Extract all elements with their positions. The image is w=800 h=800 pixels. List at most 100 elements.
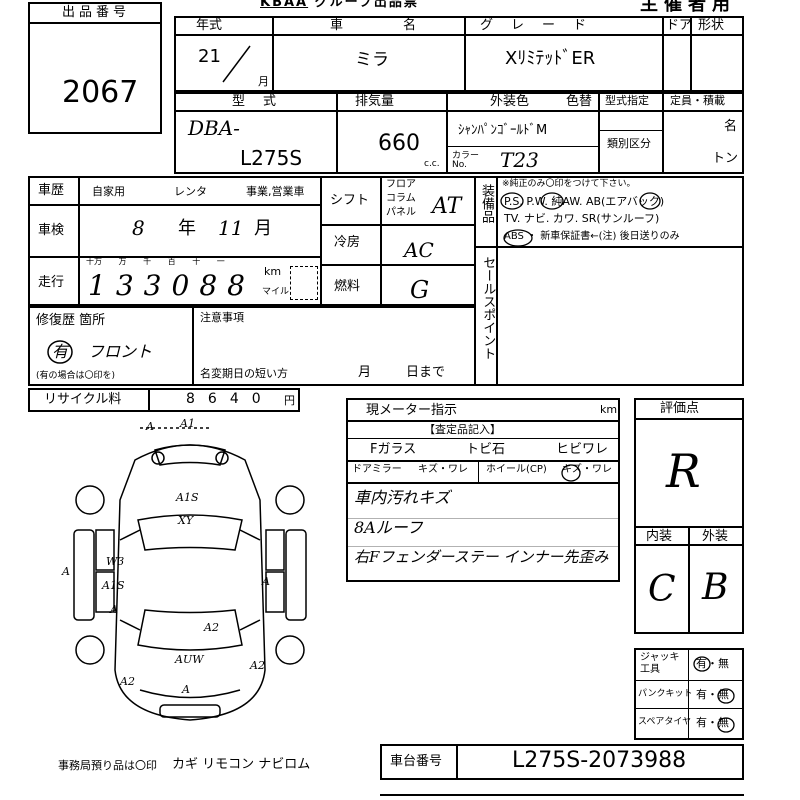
inspection-year-unit: 年 (178, 218, 196, 239)
diagram-mark-10: A2 (204, 621, 219, 634)
recycle-label: リサイクル料 (44, 392, 122, 407)
diagram-mark-3: A1S (176, 491, 199, 504)
mileage-mile: マイル (262, 287, 290, 297)
history-label: 車歴 (38, 183, 65, 198)
repair-detail: フロント (88, 342, 153, 361)
notes-label: 注意事項 (200, 311, 244, 324)
exterior-grade-value: B (702, 567, 729, 608)
diagram-mark-4: XY (178, 514, 194, 527)
capacity-label: 定員・積載 (670, 94, 725, 107)
glass-label: Fガラス (370, 442, 417, 457)
repair-label: 修復歴 箇所 (36, 313, 106, 328)
chassis-box (380, 744, 744, 780)
office-use-label: 主催者用 (640, 0, 736, 15)
make-label: 車名 (330, 18, 477, 33)
exterior-value: ｼｬﾝﾊﾟﾝｺﾞｰﾙﾄﾞM (458, 123, 548, 138)
exterior-label: 外装 (702, 529, 729, 544)
glass-option-crack: ヒビワレ (556, 442, 609, 457)
diagram-mark-7: A (62, 565, 70, 578)
meter-block (346, 398, 620, 582)
remark-3: 右Fフェンダーステー インナー先歪み (354, 548, 609, 566)
puncture-label: パンクキット (638, 689, 693, 699)
shift-value: AT (432, 194, 462, 219)
car-diagram (73, 427, 307, 721)
inspection-month: 11 (218, 216, 244, 240)
repair-mark: 有 (52, 342, 69, 361)
diagram-mark-2: A1 (180, 417, 195, 430)
mileage-label: 走行 (38, 275, 65, 290)
sales-point-box (474, 246, 744, 386)
diagram-mark-11: A (182, 683, 190, 696)
displacement-value: 660 (378, 131, 420, 156)
spare-options: 有・無 (696, 716, 729, 729)
header-title: KBAA グループ出品票 (260, 0, 419, 10)
mirror-label: ドアミラー (352, 464, 402, 475)
jack-options: 有・無 (696, 657, 729, 670)
recycle-box (28, 388, 300, 412)
repair-notes-box (28, 306, 476, 386)
make-value: ミラ (355, 50, 389, 70)
year-value: 21 (198, 46, 221, 67)
repair-note: (有の場合は〇印を) (36, 371, 116, 381)
lot-label: 出品番号 (62, 5, 131, 20)
exterior-label: 外装色 (490, 94, 530, 109)
color-change-label: 色替 (566, 94, 593, 109)
model-prefix: DBA- (188, 116, 240, 140)
meter-label: 現メーター指示 (366, 403, 458, 418)
designation-label: 型式指定 (605, 94, 649, 107)
year-label: 年式 (196, 18, 223, 33)
mileage-checkbox (290, 266, 318, 300)
category-label: 類別区分 (607, 137, 651, 150)
doors-label: ドア (666, 18, 693, 33)
sales-point-label: セールスポイント (480, 256, 496, 360)
diagram-mark-1: A (146, 420, 154, 433)
grade-label: 評価点 (660, 401, 700, 416)
displacement-label: 排気量 (355, 94, 395, 109)
keep-items: カギ リモコン ナビロム (172, 757, 311, 772)
shape-label: 形状 (698, 18, 725, 33)
diagram-mark-12: A2 (250, 659, 265, 672)
history-rental: レンタ (174, 185, 207, 198)
interior-value: C (648, 569, 676, 610)
capacity-ton: トン (712, 151, 739, 166)
spare-label: スペアタイヤ (638, 717, 692, 727)
mileage-digits: 133088 (88, 269, 255, 302)
diagram-mark-14: AUW (175, 653, 204, 666)
top-row (174, 16, 744, 92)
glass-option-chip: トビ石 (466, 442, 506, 457)
tools-box (634, 648, 744, 740)
interior-label: 内装 (646, 529, 673, 544)
history-private: 自家用 (92, 185, 125, 198)
diagram-mark-8: A (110, 603, 118, 616)
diagram-mark-6: A1S (102, 579, 125, 592)
diagram-mark-9: A (262, 575, 270, 588)
chassis-value: L275S-2073988 (512, 748, 687, 773)
chassis-label: 車台番号 (390, 754, 443, 769)
year-unit: 月 (258, 75, 269, 88)
model-row (174, 92, 744, 174)
model-label: 型式 (232, 94, 295, 109)
wheel-label: ホイール(CP) (486, 464, 547, 475)
recycle-unit: 円 (284, 394, 295, 407)
remark-2: 8Aルーフ (354, 518, 423, 537)
equipment-row3: ABS ・ 新車保証書←(注) 後日送りのみ (504, 231, 680, 242)
diagram-mark-5: W3 (106, 555, 125, 568)
ac-label: 冷房 (334, 235, 361, 250)
jack-label: ジャッキ工具 (640, 652, 680, 675)
inspection-entry-label: 【査定品記入】 (424, 423, 501, 436)
grade-label: グレード (480, 18, 605, 33)
inspection-label: 車検 (38, 223, 65, 238)
fuel-value: G (410, 276, 430, 304)
wheel-options: キズ・ワレ (562, 464, 612, 475)
equipment-label: 装備品 (479, 184, 494, 223)
lot-number: 2067 (62, 75, 139, 110)
meter-unit: km (600, 403, 618, 416)
notes-month: 月 (358, 365, 372, 380)
grade-value: XﾘﾐﾃｯﾄﾞER (505, 48, 596, 69)
keep-label: 事務局預り品は〇印 (58, 759, 157, 772)
mileage-km: km (264, 265, 282, 278)
capacity-person: 名 (724, 119, 738, 134)
short-change-label: 名変期日の短い方 (200, 367, 288, 380)
diagram-mark-13: A2 (120, 675, 135, 688)
remark-1: 車内汚れキズ (354, 488, 451, 507)
